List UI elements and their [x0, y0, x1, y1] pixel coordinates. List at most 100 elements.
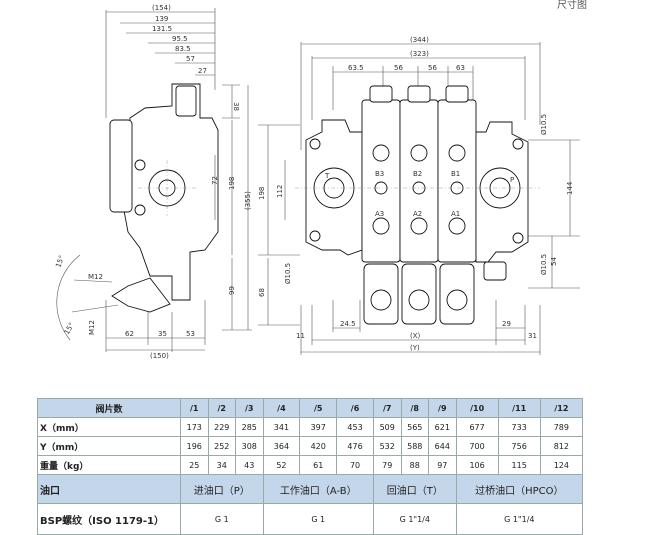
front-left-dim-2: 68	[258, 288, 266, 297]
spool-section-2: B2 A2	[399, 85, 439, 325]
bsp-cell: G 1"1/4	[455, 503, 584, 535]
side-top-dim-2: 131.5	[152, 25, 172, 33]
front-top-dim-0: (344)	[410, 36, 429, 44]
front-bottom-dim-0: 11	[296, 332, 305, 340]
front-view: (344) (323) 63.5 56 56 63 T B3 A3	[258, 36, 580, 355]
side-view: (154) 139 131.5 95.5 83.5 57 27 38 72	[54, 4, 252, 360]
table-cell: 52	[262, 455, 301, 475]
ports-header-cell: 进油口（P）	[180, 474, 264, 504]
spool-section-3: B3 A3	[361, 85, 401, 325]
side-top-dim-5: 57	[186, 55, 195, 63]
bsp-row: BSP螺纹（ISO 1179-1） G 1 G 1 G 1"1/4 G 1"1/…	[37, 503, 584, 535]
ports-header-row: 油口 进油口（P） 工作油口（A-B） 回油口（T） 过桥油口（HPCO）	[37, 474, 584, 504]
side-top-dim-0: (154)	[152, 4, 171, 12]
port-label-b3: B3	[375, 170, 384, 178]
side-top-dim-6: 27	[198, 67, 207, 75]
port-label-a1: A1	[451, 210, 460, 218]
spec-table: 阀片数 /1 /2 /3 /4 /5 /6 /7 /8 /9 /10 /11 /…	[37, 398, 584, 535]
table-cell: 364	[262, 436, 301, 456]
table-header-cell: /11	[497, 398, 541, 418]
bsp-cell: G 1"1/4	[372, 503, 457, 535]
table-cell: 115	[497, 455, 541, 475]
table-cell: 285	[235, 417, 264, 437]
corner-caption: 尺寸图	[557, 0, 587, 11]
table-cell: 34	[207, 455, 236, 475]
side-port-dim-2: M12	[88, 320, 96, 335]
table-cell: 532	[372, 436, 402, 456]
port-label-b1: B1	[451, 170, 460, 178]
table-header-cell: /2	[207, 398, 236, 418]
ports-header-cell: 油口	[37, 474, 181, 504]
table-cell: 733	[497, 417, 541, 437]
table-cell: 61	[299, 455, 338, 475]
table-header-row: 阀片数 /1 /2 /3 /4 /5 /6 /7 /8 /9 /10 /11 /…	[37, 398, 584, 418]
table-row: Y（mm） 196 252 308 364 420 476 532 588 64…	[37, 436, 584, 456]
table-cell: 565	[400, 417, 430, 437]
side-top-dim-3: 95.5	[172, 35, 188, 43]
table-cell: 700	[455, 436, 499, 456]
side-right-dim-4: 99	[228, 286, 236, 295]
ports-header-cell: 工作油口（A-B）	[262, 474, 374, 504]
port-label-p: P	[510, 176, 514, 184]
table-cell: 70	[336, 455, 374, 475]
side-top-dim-4: 83.5	[175, 45, 191, 53]
table-row: X（mm） 173 229 285 341 397 453 509 565 62…	[37, 417, 584, 437]
row-label: X（mm）	[37, 417, 181, 437]
table-header-cell: 阀片数	[37, 398, 181, 418]
front-bottom-dim-5: (Y)	[410, 344, 420, 352]
front-left-dim-3: Ø10.5	[284, 263, 292, 284]
bsp-cell: G 1	[180, 503, 264, 535]
table-cell: 88	[400, 455, 430, 475]
table-cell: 588	[400, 436, 430, 456]
side-bottom-dim-3: (150)	[150, 352, 169, 360]
table-cell: 756	[497, 436, 541, 456]
side-right-dim-0: 38	[232, 102, 240, 111]
side-bottom-dim-1: 35	[158, 330, 167, 338]
table-cell: 43	[235, 455, 264, 475]
side-bottom-dim-2: 53	[186, 330, 195, 338]
bsp-cell: G 1	[262, 503, 374, 535]
table-cell: 196	[180, 436, 209, 456]
bsp-label: BSP螺纹（ISO 1179-1）	[37, 503, 181, 535]
table-cell: 789	[539, 417, 584, 437]
side-right-dim-2: 198	[228, 177, 236, 190]
side-top-dim-1: 139	[155, 15, 168, 23]
ports-header-cell: 过桥油口（HPCO）	[455, 474, 584, 504]
table-cell: 341	[262, 417, 301, 437]
front-bottom-dim-3: 31	[528, 332, 537, 340]
table-header-cell: /12	[539, 398, 584, 418]
table-cell: 308	[235, 436, 264, 456]
front-bottom-dim-2: 29	[502, 320, 511, 328]
table-cell: 420	[299, 436, 338, 456]
side-right-dim-1: 72	[211, 176, 219, 185]
table-header-cell: /1	[180, 398, 209, 418]
front-top-dim-5: 63	[456, 64, 465, 72]
front-right-dim-0: Ø10.5	[540, 114, 548, 135]
technical-drawing: (154) 139 131.5 95.5 83.5 57 27 38 72	[54, 4, 580, 360]
front-top-dim-3: 56	[394, 64, 403, 72]
table-header-cell: /4	[262, 398, 301, 418]
port-label-a2: A2	[413, 210, 422, 218]
port-label-a3: A3	[375, 210, 384, 218]
table-cell: 397	[299, 417, 338, 437]
table-cell: 644	[428, 436, 457, 456]
row-label: Y（mm）	[37, 436, 181, 456]
table-cell: 106	[455, 455, 499, 475]
port-label-t: T	[324, 172, 330, 180]
table-row: 重量（kg） 25 34 43 52 61 70 79 88 97 106 11…	[37, 455, 584, 475]
table-cell: 509	[372, 417, 402, 437]
side-right-dim-3: (355)	[244, 191, 252, 210]
front-right-dim-3: Ø10.5	[540, 254, 548, 275]
front-right-dim-2: 54	[550, 257, 558, 266]
spool-section-1: B1 A1	[437, 85, 477, 325]
side-port-dim-3: 15°	[63, 321, 76, 336]
row-label: 重量（kg）	[37, 455, 181, 475]
table-header-cell: /8	[400, 398, 430, 418]
front-right-dim-1: 144	[566, 181, 574, 195]
table-cell: 124	[539, 455, 584, 475]
table-header-cell: /9	[428, 398, 457, 418]
table-cell: 25	[180, 455, 209, 475]
front-top-dim-2: 63.5	[348, 64, 364, 72]
table-cell: 621	[428, 417, 457, 437]
table-cell: 252	[207, 436, 236, 456]
